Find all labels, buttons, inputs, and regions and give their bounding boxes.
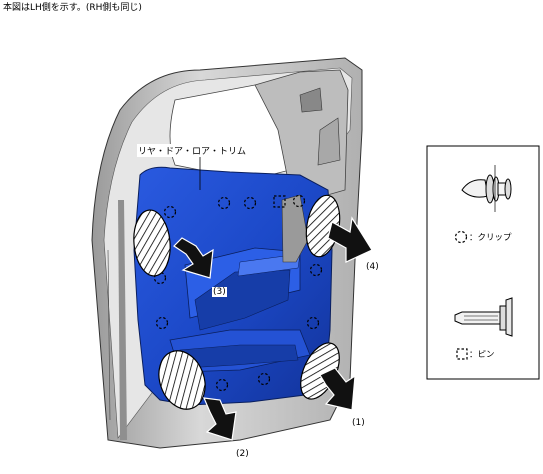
clip-icon [243,196,257,210]
removal-arrows [173,216,373,441]
callout-2: (2) [236,449,249,459]
rear-door-lower-trim [133,166,333,406]
callout-1: (1) [352,418,365,428]
removal-arrow-icon [319,367,356,411]
clip-icon [257,372,271,386]
clip-symbol-icon [461,165,512,212]
legend-clip-label: ：クリップ [469,233,512,243]
clip-icon [309,263,323,277]
pin-symbol-icon [454,297,513,337]
legend-clip-symbol [454,230,468,244]
legend-pin-label: ：ピン [469,350,495,360]
clip-icon [217,196,231,210]
removal-arrow-icon [173,237,214,279]
removal-arrow-icon [327,216,373,263]
clip-icon [306,316,320,330]
clip-icon [215,378,229,392]
clip-icon [153,271,167,285]
callout-3: (3) [212,287,227,297]
clip-icon [163,205,177,219]
clips [153,194,323,392]
removal-arrow-icon [203,397,237,441]
callout-4: (4) [366,262,379,272]
clip-icon [155,316,169,330]
clip-icon [292,194,306,208]
part-label: リヤ・ドア・ロア・トリム [137,144,248,157]
legend-pin-symbol [456,348,468,360]
pin-icon [273,195,286,208]
diagram-note: 本図はLH側を示す。(RH側も同じ) [3,3,142,13]
